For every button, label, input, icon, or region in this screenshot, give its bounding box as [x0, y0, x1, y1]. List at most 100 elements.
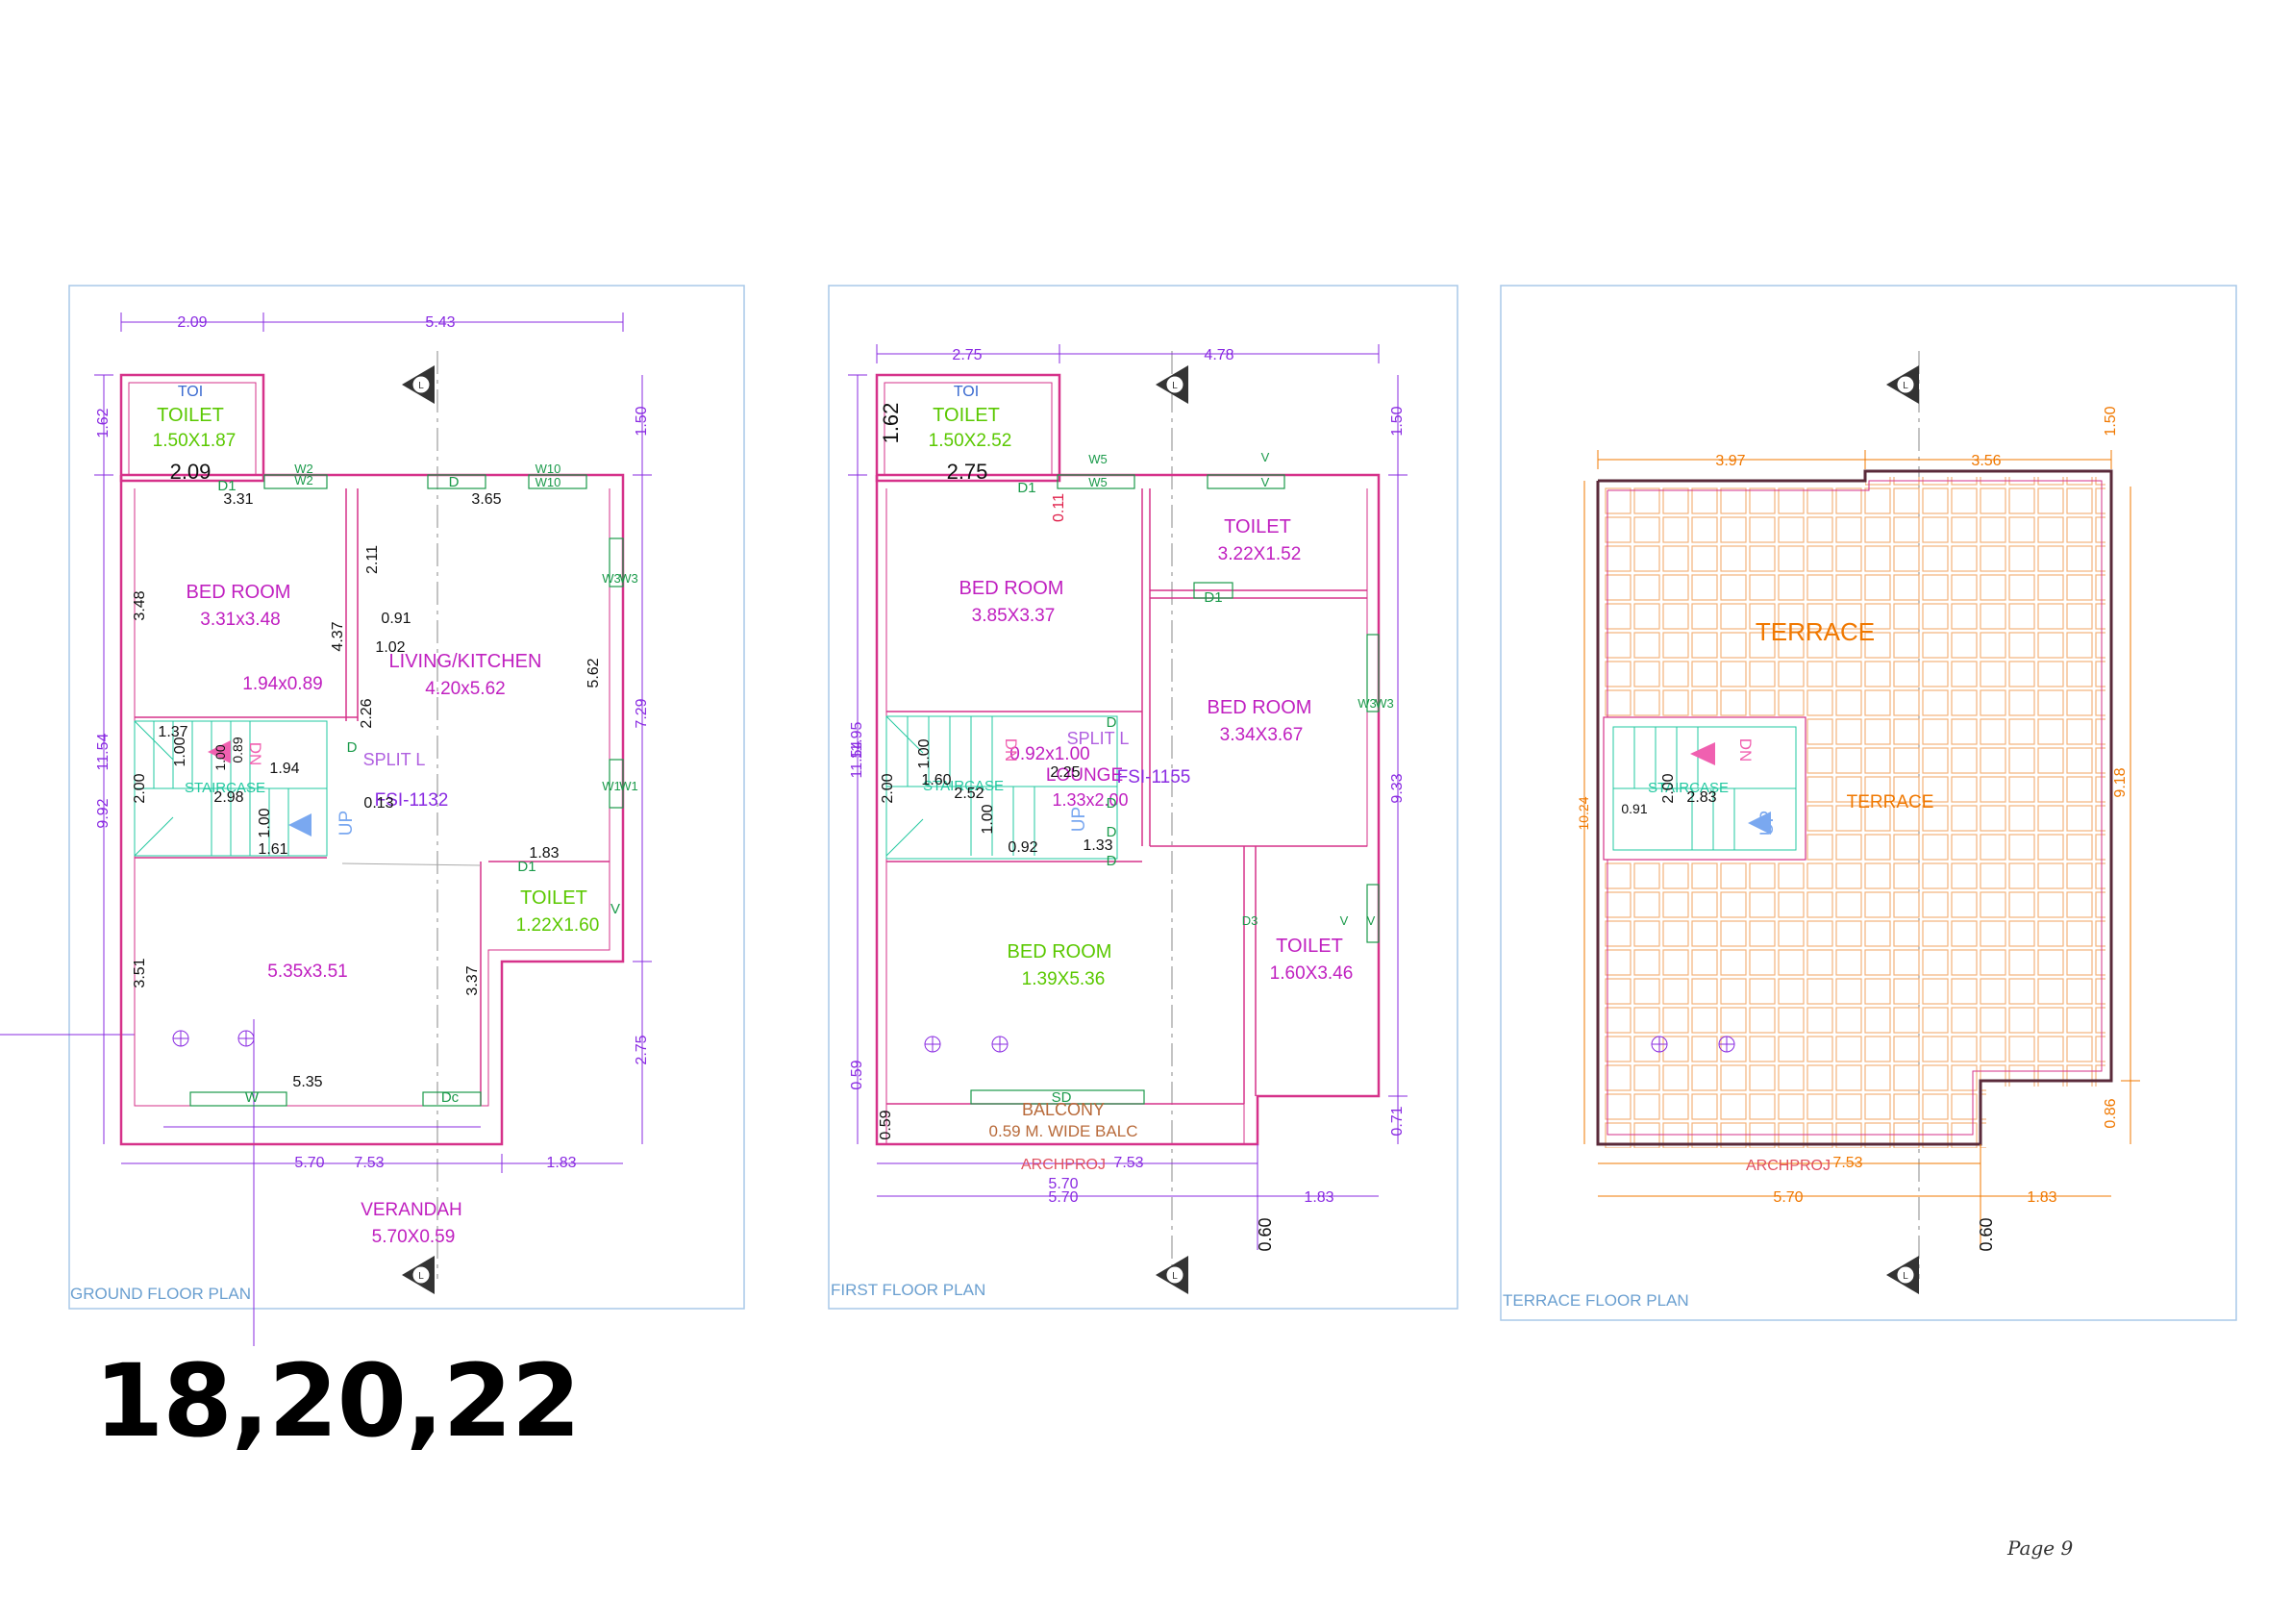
ground-door-window-tag: D: [347, 739, 358, 756]
ground-dimension: 7.29: [634, 698, 650, 728]
first-door-window-tag: V: [1261, 475, 1270, 489]
first-lounge-size: 1.33x2.00: [1052, 790, 1128, 810]
ground-up-label: UP: [336, 811, 357, 836]
ground-door-window-tag: V: [610, 901, 620, 917]
first-dimension: 0.59: [878, 1110, 894, 1139]
first-toilet-size: 1.50X2.52: [929, 431, 1012, 451]
ground-dimension: 1.00: [172, 737, 188, 766]
ground-dimension: 1.37: [158, 724, 187, 740]
first-door-window-tag: V: [1367, 913, 1376, 928]
first-dimension: 0.60: [1256, 1217, 1275, 1251]
first-dimension: 1.60: [921, 772, 951, 788]
first-bed1-size: 3.85X3.37: [972, 606, 1056, 626]
ground-door-window-tag: D1: [517, 859, 536, 875]
first-dimension: 4.78: [1204, 347, 1233, 363]
terrace-dimension: 1.83: [2027, 1189, 2056, 1206]
ground-dimension: 2.09: [170, 460, 212, 484]
first-lounge-name: LOUNGE: [1046, 765, 1123, 786]
section-marker-label: L: [1903, 381, 1908, 391]
ground-dimension: 3.51: [132, 958, 148, 987]
ground-door-window-tag: D: [449, 474, 460, 490]
first-dimension: 2.52: [954, 786, 984, 802]
first-dimension: 1.33: [1083, 837, 1112, 854]
first-dimension: 0.71: [1389, 1106, 1406, 1136]
terrace-dimension: 2.83: [1686, 789, 1716, 806]
ground-door-window-tag: W1: [602, 779, 621, 793]
ground-dimension: 3.65: [471, 491, 501, 508]
first-door-window-tag: D1: [1017, 480, 1035, 496]
ground-dimension: 2.00: [132, 773, 148, 803]
plan-labels: GROUND FLOOR PLAN TOI TOILET 1.50X1.87 B…: [70, 384, 1933, 1310]
ground-door-window-tag: W3: [619, 571, 638, 586]
terrace-name: TERRACE: [1756, 617, 1875, 646]
ground-living-name: LIVING/KITCHEN: [389, 651, 542, 672]
ground-door-window-tag: W2: [294, 473, 313, 487]
first-door-window-tag: D: [1107, 824, 1117, 840]
first-bed1-name: BED ROOM: [959, 578, 1064, 599]
first-dimension: 2.00: [880, 773, 896, 803]
ground-verandah-name: VERANDAH: [361, 1200, 462, 1220]
ground-dimension: 1.83: [529, 845, 559, 862]
ground-dimension: 2.98: [213, 789, 243, 806]
section-marker-label: L: [418, 1271, 424, 1282]
first-door-window-tag: W3: [1358, 696, 1377, 711]
first-up-label: UP: [1069, 807, 1089, 832]
ground-bed-name: BED ROOM: [187, 582, 291, 603]
ground-dimension: 11.54: [95, 733, 112, 770]
first-dimension: 1.50: [1389, 406, 1406, 436]
first-dimension: 5.70: [1048, 1176, 1078, 1192]
terrace-dimension: 3.97: [1715, 453, 1745, 469]
ground-dimension: 0.13: [363, 795, 393, 812]
first-dimension: 0.59: [849, 1060, 865, 1089]
ground-dimension: 0.91: [381, 611, 411, 627]
first-bed2-name: BED ROOM: [1208, 697, 1312, 718]
first-floor-plan: [848, 344, 1408, 1294]
terrace-dimension: 1.50: [2103, 406, 2119, 436]
ground-floor-plan: [94, 312, 652, 1294]
ground-fsi-label: FSI-1132: [375, 790, 449, 811]
first-toilet2-name: TOILET: [1224, 516, 1291, 537]
ground-dimension: 2.75: [634, 1035, 650, 1064]
terrace-dimension: 0.86: [2103, 1098, 2119, 1128]
ground-door-window-tag: W3: [602, 571, 621, 586]
first-bed3-name: BED ROOM: [1008, 941, 1112, 962]
first-door-window-tag: D: [1107, 714, 1117, 731]
first-toilet3-size: 1.60X3.46: [1270, 963, 1354, 984]
ground-dimension: 1.61: [258, 841, 287, 858]
ground-dimension: 1.00: [212, 744, 228, 770]
first-stair-label: STAIRCASE: [923, 778, 1004, 794]
ground-stair-label: STAIRCASE: [185, 780, 265, 796]
first-dimension: 2.75: [952, 347, 982, 363]
ground-front-size: 5.35x3.51: [267, 962, 347, 982]
first-dimension: 2.25: [1050, 764, 1080, 781]
section-marker-label: L: [418, 381, 424, 391]
ground-door-window-tag: Dc: [441, 1089, 460, 1106]
ground-small-size: 1.94x0.89: [242, 674, 322, 694]
terrace-archproj: ARCHPROJ: [1746, 1158, 1831, 1174]
first-dimension: 7.53: [1113, 1155, 1143, 1171]
ground-toilet-size: 1.50X1.87: [153, 431, 237, 451]
ground-door-window-tag: D1: [217, 478, 236, 494]
ground-bed-size: 3.31x3.48: [200, 610, 280, 630]
ground-door-window-tag: W10: [536, 475, 561, 489]
ground-dimension: 5.70: [294, 1155, 324, 1171]
first-plan-frame: [828, 285, 1458, 1310]
ground-verandah-size: 5.70X0.59: [372, 1227, 456, 1247]
first-small-size: 0.92x1.00: [1009, 744, 1089, 764]
first-archproj: ARCHPROJ: [1021, 1157, 1106, 1173]
ground-dimension: 1.83: [546, 1155, 576, 1171]
terrace-up-label: UP: [1757, 811, 1778, 836]
terrace-dimension: 2.00: [1660, 773, 1677, 803]
first-dimension: 1.83: [1304, 1189, 1333, 1206]
terrace-dimension: 0.91: [1621, 801, 1647, 816]
ground-dimension: 7.53: [354, 1155, 384, 1171]
first-dimension: 0.92: [1008, 839, 1037, 856]
first-dimension: 2.75: [947, 460, 988, 484]
ground-dimension: 3.37: [464, 965, 481, 995]
first-dimension: 11.54: [849, 740, 865, 778]
ground-living-size: 4.20x5.62: [425, 679, 505, 699]
